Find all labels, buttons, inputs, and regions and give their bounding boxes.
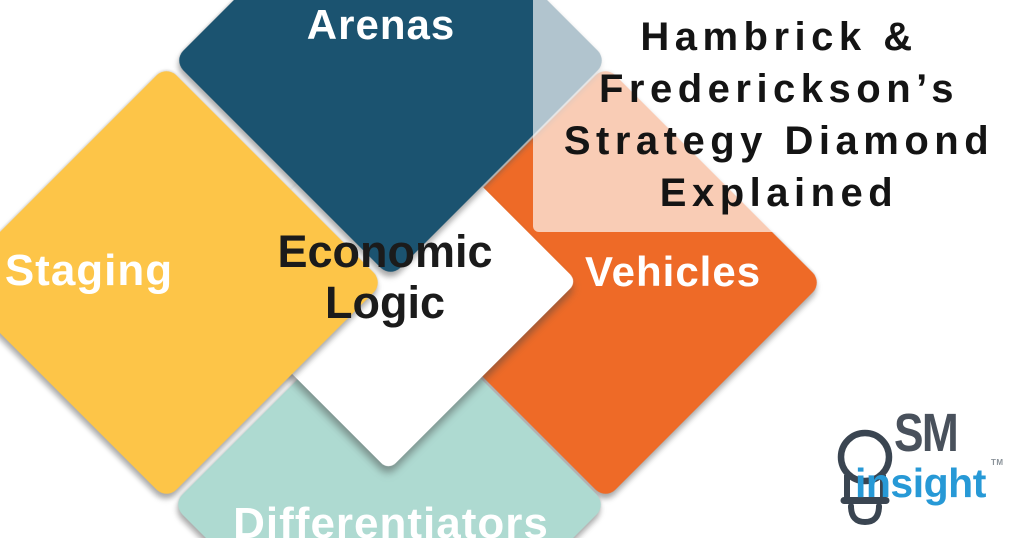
page-title-line2: Frederickson’s <box>598 67 960 111</box>
sm-insight-logo: SM insight TM <box>830 403 1024 535</box>
page-title: Hambrick & Frederickson’s Strategy Diamo… <box>533 11 1024 219</box>
differentiators-label: Differentiators <box>233 499 549 538</box>
lightbulb-icon <box>837 429 893 526</box>
page-title-line3: Strategy Diamond <box>563 119 995 163</box>
page-title-line1: Hambrick & <box>640 15 918 59</box>
arenas-label: Arenas <box>306 1 456 48</box>
economic-logic-label: Economic Logic <box>277 226 492 328</box>
logo-brand-bottom: insight <box>855 460 986 506</box>
trademark-mark: TM <box>991 458 1004 467</box>
logo-brand-top: SM <box>894 403 959 463</box>
staging-label: Staging <box>4 246 174 295</box>
page-title-line4: Explained <box>659 171 899 215</box>
vehicles-label: Vehicles <box>584 248 762 295</box>
title-backdrop-overlay <box>533 0 1024 232</box>
economic-logic-line1: Economic <box>277 226 493 277</box>
economic-logic-line2: Logic <box>324 277 445 328</box>
